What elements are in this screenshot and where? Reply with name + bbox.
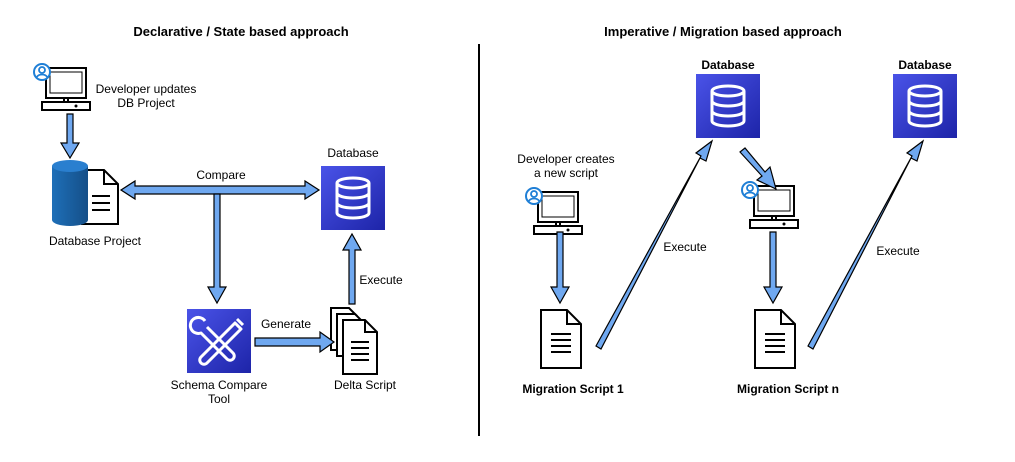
developer-computer-icon-2 (525, 187, 583, 235)
right-database-label-2: Database (898, 58, 952, 72)
execute-label: Execute (359, 273, 403, 287)
database-icon-2 (891, 72, 959, 140)
arrow-execute-up (341, 232, 363, 305)
migration-script-1-icon (540, 309, 582, 369)
database-project-icon (52, 160, 119, 226)
delta-script-icon (330, 307, 378, 375)
delta-script-label: Delta Script (333, 378, 397, 392)
developer-updates-label: Developer updates DB Project (95, 82, 197, 110)
arrow-compare (119, 179, 321, 201)
migration-script-n-label: Migration Script n (737, 382, 839, 396)
right-execute-label-1: Execute (663, 240, 707, 254)
developer-computer-icon-3 (741, 181, 799, 229)
right-database-label-1: Database (701, 58, 755, 72)
arrow-script1-to-db1 (595, 139, 714, 350)
arrow-dev2-to-scriptn (762, 231, 784, 305)
schema-compare-tool-icon (187, 309, 251, 373)
arrow-db1-to-dev2 (739, 147, 777, 191)
database-icon (319, 164, 387, 232)
right-title: Imperative / Migration based approach (604, 24, 842, 39)
arrow-dev-to-project (59, 113, 81, 160)
database-label: Database (327, 146, 379, 160)
right-execute-label-2: Execute (876, 244, 920, 258)
developer-creates-label: Developer creates a new script (517, 152, 615, 180)
generate-label: Generate (260, 317, 312, 331)
migration-script-n-icon (754, 309, 796, 369)
arrow-scriptn-to-db2 (807, 139, 925, 350)
developer-computer-icon (33, 63, 91, 111)
arrow-dev-to-script1 (549, 231, 571, 305)
compare-label: Compare (196, 168, 246, 182)
migration-script-1-label: Migration Script 1 (522, 382, 624, 396)
arrow-compare-to-tool (206, 193, 228, 305)
database-icon-1 (694, 72, 762, 140)
left-title: Declarative / State based approach (133, 24, 349, 39)
arrow-generate (254, 330, 336, 354)
schema-compare-tool-label: Schema Compare Tool (170, 378, 268, 406)
database-project-label: Database Project (48, 234, 142, 248)
